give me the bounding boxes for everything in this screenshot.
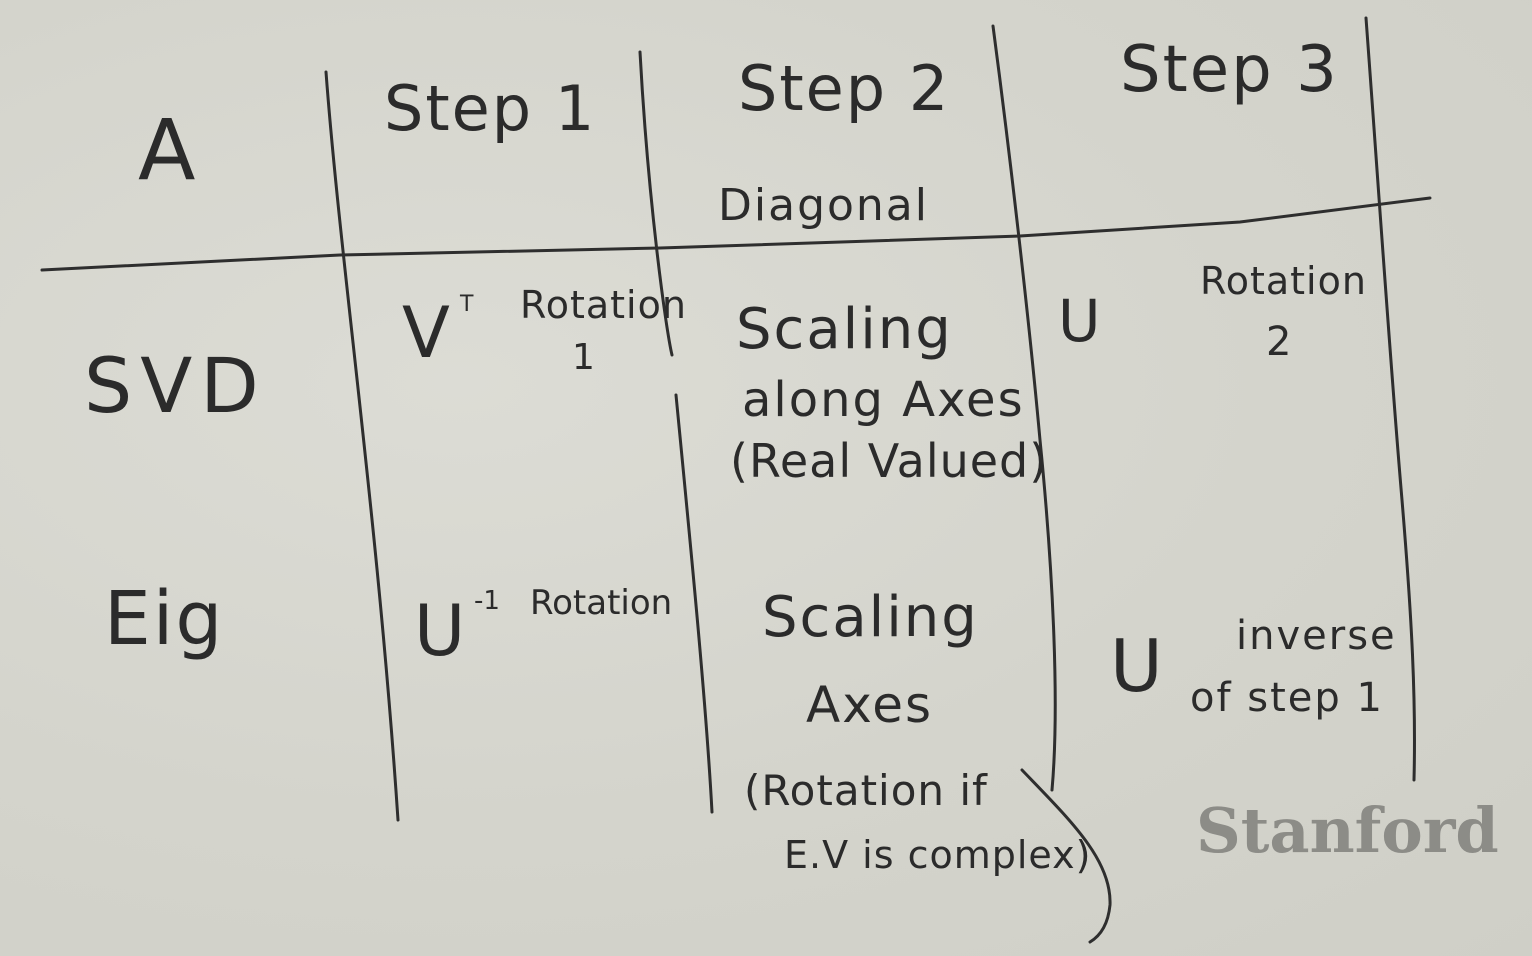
eig-step2-line2: Axes bbox=[806, 676, 934, 734]
eig-step3-symbol: U bbox=[1110, 624, 1165, 708]
svd-step2-line1: Scaling bbox=[736, 297, 953, 362]
column-divider-2 bbox=[638, 50, 714, 814]
eig-step3-note-line1: inverse bbox=[1236, 613, 1397, 659]
header-a: A bbox=[138, 101, 198, 199]
svd-step3-note: Rotation bbox=[1200, 259, 1367, 303]
svd-step2-line3: (Real Valued) bbox=[730, 434, 1049, 488]
svd-step3-symbol: U bbox=[1058, 287, 1103, 355]
eig-step1-note: Rotation bbox=[530, 583, 673, 623]
header-step2: Step 2 bbox=[738, 52, 951, 125]
complex-note-bracket bbox=[1020, 768, 1112, 944]
stanford-watermark: Stanford bbox=[1196, 794, 1499, 867]
svd-step2-line2: along Axes bbox=[742, 372, 1025, 428]
header-divider-line bbox=[40, 196, 1432, 272]
eig-step2-line1: Scaling bbox=[762, 585, 979, 650]
eig-step1-superscript: -1 bbox=[474, 586, 500, 616]
column-divider-3 bbox=[991, 24, 1057, 792]
eig-step2-line3: (Rotation if bbox=[744, 766, 988, 815]
row-eig-label: Eig bbox=[104, 576, 225, 662]
column-divider-4 bbox=[1364, 16, 1416, 782]
eig-step3-note-line2: of step 1 bbox=[1190, 675, 1384, 721]
svd-step1-note-number: 1 bbox=[572, 337, 597, 378]
eig-step1-symbol: U bbox=[414, 590, 468, 672]
header-step2-note: Diagonal bbox=[718, 180, 929, 231]
row-svd-label: SVD bbox=[84, 341, 267, 430]
column-divider-1 bbox=[324, 70, 400, 822]
header-step3: Step 3 bbox=[1120, 33, 1339, 107]
svd-step3-note-number: 2 bbox=[1266, 319, 1294, 365]
header-step1: Step 1 bbox=[384, 72, 597, 145]
svd-step1-superscript: T bbox=[460, 292, 474, 317]
eig-step2-line4: E.V is complex) bbox=[784, 833, 1092, 877]
svd-step1-symbol: V bbox=[402, 292, 452, 374]
svd-step1-note: Rotation bbox=[520, 283, 687, 327]
